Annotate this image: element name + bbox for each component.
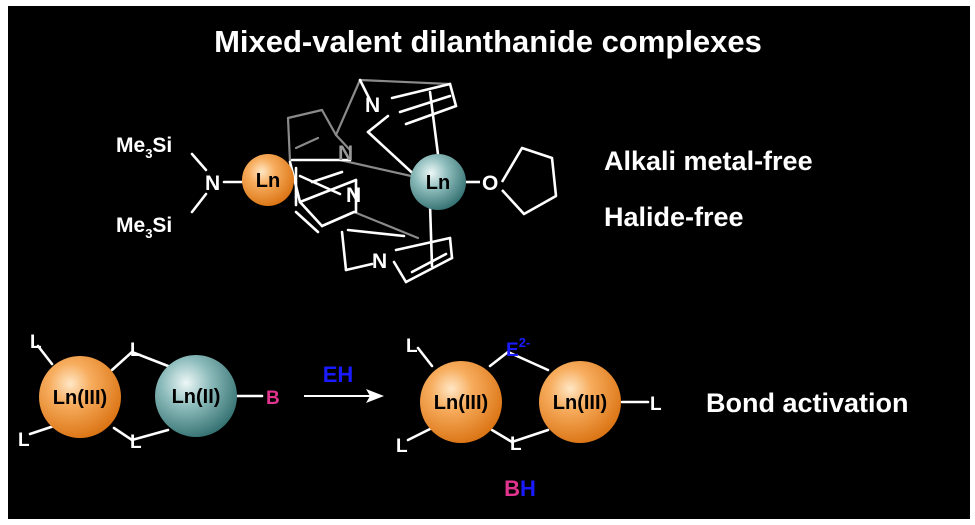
page-title: Mixed-valent dilanthanide complexes <box>214 24 762 59</box>
byproduct-bh: BH <box>504 476 536 501</box>
bridging-e2-minus: E2- <box>506 335 530 361</box>
ln-iii-label-reactant: Ln(III) <box>53 387 107 409</box>
pyrrole-nitrogen-back: N <box>338 142 353 165</box>
ligand-l-top-left: L <box>30 332 42 353</box>
thf-oxygen: O <box>482 172 498 195</box>
ligand-l-bridge-bottom: L <box>130 432 142 453</box>
ln-label-teal-top: Ln <box>426 172 450 194</box>
ln-ii-sphere-reactant <box>155 355 237 437</box>
pyrrole-nitrogen-middle: N <box>346 184 361 207</box>
ln-ii-label-reactant: Ln(II) <box>172 386 221 408</box>
reaction-arrow: EH <box>304 362 384 403</box>
ln-iii-sphere-product-left <box>420 361 502 443</box>
bis-trimethylsilyl-amide: Me3Si Me3Si N <box>116 134 248 241</box>
silyl-label-upper: Me3Si <box>116 134 172 161</box>
pyrrole-nitrogen-lower: N <box>372 250 387 273</box>
ln-iii-sphere-reactant <box>39 356 121 438</box>
feature-alkali-metal-free: Alkali metal-free <box>604 146 813 176</box>
product: L L L L E2- Ln(III) Ln(III) BH <box>396 335 662 501</box>
ligand-l-product-bottom: L <box>396 436 408 457</box>
reagent-eh: EH <box>323 362 354 387</box>
calixpyrrole-framework <box>286 78 458 284</box>
ln-orange-sphere-top <box>242 154 294 206</box>
ln-label-orange-top: Ln <box>256 170 280 192</box>
ligand-l-product-right: L <box>650 394 662 415</box>
ligand-l-product-bridge: L <box>510 434 522 455</box>
boron-ligand-b: B <box>266 388 280 409</box>
ln-iii-label-product-right: Ln(III) <box>553 392 607 414</box>
ln-iii-label-product-left: Ln(III) <box>434 392 488 414</box>
black-background-panel <box>8 6 970 519</box>
silyl-label-lower: Me3Si <box>116 214 172 241</box>
ln-iii-sphere-product-right <box>539 361 621 443</box>
ligand-l-bottom-left: L <box>18 430 30 451</box>
ligand-l-product-top: L <box>406 336 418 357</box>
feature-halide-free: Halide-free <box>604 202 744 232</box>
amide-nitrogen: N <box>205 172 220 195</box>
thf-ligand <box>466 146 558 216</box>
ln-teal-sphere-top <box>410 154 466 210</box>
ligand-l-bridge-top: L <box>130 340 142 361</box>
reactant: L L L L Ln(III) Ln(II) B <box>18 332 280 453</box>
pyrrole-nitrogen-upper: N <box>365 94 380 117</box>
bond-activation-label: Bond activation <box>706 388 909 418</box>
